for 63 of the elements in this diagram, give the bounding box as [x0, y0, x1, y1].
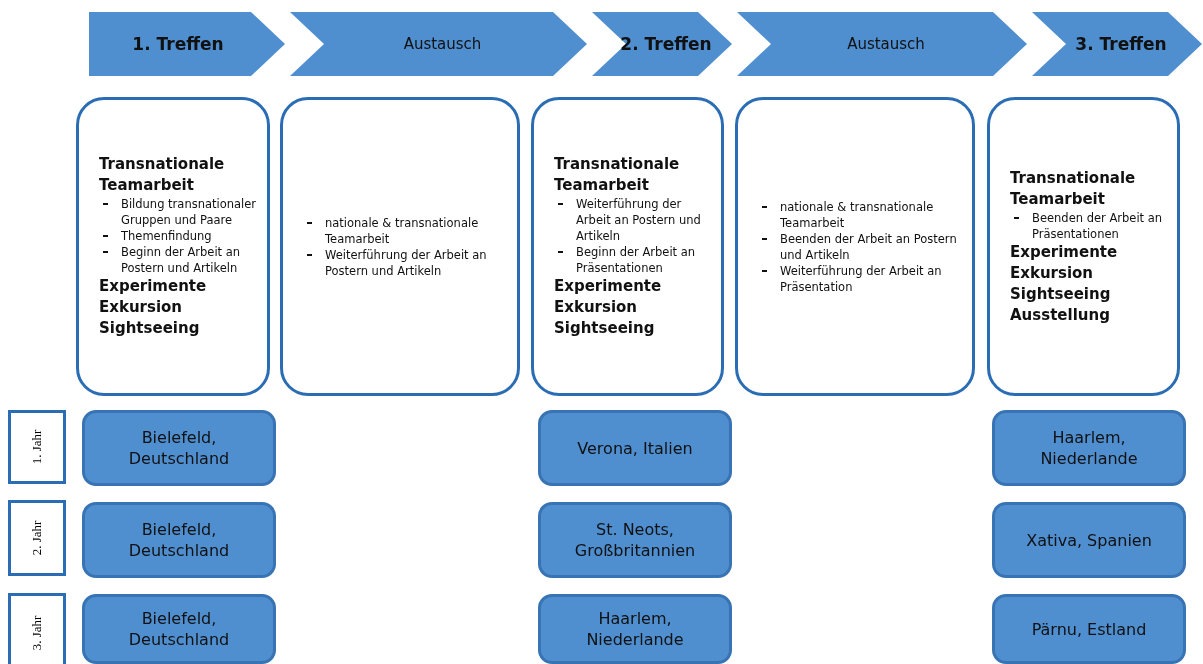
year-label: 3. Jahr [29, 615, 45, 651]
activity-heading: Exkursion [554, 297, 639, 318]
list-item: nationale & transnationale Teamarbeit [303, 214, 509, 247]
list-item: Bildung transnationaler Gruppen und Paare [99, 196, 259, 228]
location-label: Verona, Italien [577, 437, 693, 459]
location-box [992, 594, 1186, 664]
list-item: Beginn der Arbeit an Präsentationen [554, 244, 713, 276]
content-card [735, 97, 975, 396]
year-label: 1. Jahr [29, 429, 45, 465]
activity-heading: Sightseeing [554, 318, 656, 339]
step-label: 1. Treffen [132, 34, 224, 54]
list-item: Beenden der Arbeit an Postern und Artikeln [758, 230, 964, 263]
location-label: Haarlem, Niederlande [1039, 427, 1139, 469]
year-box [8, 593, 66, 664]
chevron-step [1032, 12, 1202, 76]
location-label: Haarlem, Niederlande [585, 608, 685, 650]
chevron-step [89, 12, 285, 76]
activity-heading: Transnationale Teamarbeit [1010, 167, 1137, 210]
list-item: Weiterführung der Arbeit an Präsentation [758, 262, 964, 295]
location-box [538, 410, 732, 486]
location-box [82, 502, 276, 578]
activity-heading: Exkursion [1010, 262, 1095, 284]
list-item: Beenden der Arbeit an Präsentationen [1010, 209, 1169, 242]
step-label: 2. Treffen [620, 34, 712, 54]
year-box [8, 500, 66, 576]
list-item: Weiterführung der Arbeit an Postern und Artikeln [303, 246, 509, 279]
step-label: 3. Treffen [1075, 34, 1167, 54]
location-box [82, 594, 276, 664]
location-box [992, 502, 1186, 578]
activity-heading: Exkursion [99, 297, 184, 318]
location-label: Bielefeld, Deutschland [127, 427, 231, 469]
activity-heading: Sightseeing [99, 318, 201, 339]
activity-heading: Sightseeing [1010, 283, 1112, 305]
year-box [8, 410, 66, 484]
content-card [531, 97, 724, 396]
activity-heading: Transnationale Teamarbeit [554, 154, 681, 196]
chevron-step [592, 12, 732, 76]
chevron-step [290, 12, 587, 76]
list-item: Themenfindung [99, 228, 259, 244]
activity-heading: Experimente [99, 276, 208, 297]
location-label: Pärnu, Estland [1031, 618, 1147, 640]
list-item: Beginn der Arbeit an Postern und Artikeln [99, 244, 259, 276]
content-card [76, 97, 270, 396]
step-label: Austausch [403, 35, 482, 53]
step-label: Austausch [847, 35, 925, 53]
activity-heading: Ausstellung [1010, 304, 1111, 326]
activity-heading: Experimente [554, 276, 663, 297]
content-card [987, 97, 1180, 396]
location-box [82, 410, 276, 486]
content-card [280, 97, 520, 396]
location-label: Xativa, Spanien [1026, 529, 1152, 551]
activity-heading: Transnationale Teamarbeit [99, 154, 226, 196]
activity-heading: Experimente [1010, 241, 1119, 263]
list-item: Weiterführung der Arbeit an Postern und Artikeln [554, 196, 713, 244]
location-box [538, 502, 732, 578]
location-box [992, 410, 1186, 486]
location-box [538, 594, 732, 664]
location-label: Bielefeld, Deutschland [127, 608, 231, 650]
location-label: Bielefeld, Deutschland [127, 519, 231, 561]
list-item: nationale & transnationale Teamarbeit [758, 198, 964, 231]
location-label: St. Neots, Großbritannien [573, 519, 697, 561]
year-label: 2. Jahr [29, 520, 45, 556]
chevron-step [737, 12, 1027, 76]
